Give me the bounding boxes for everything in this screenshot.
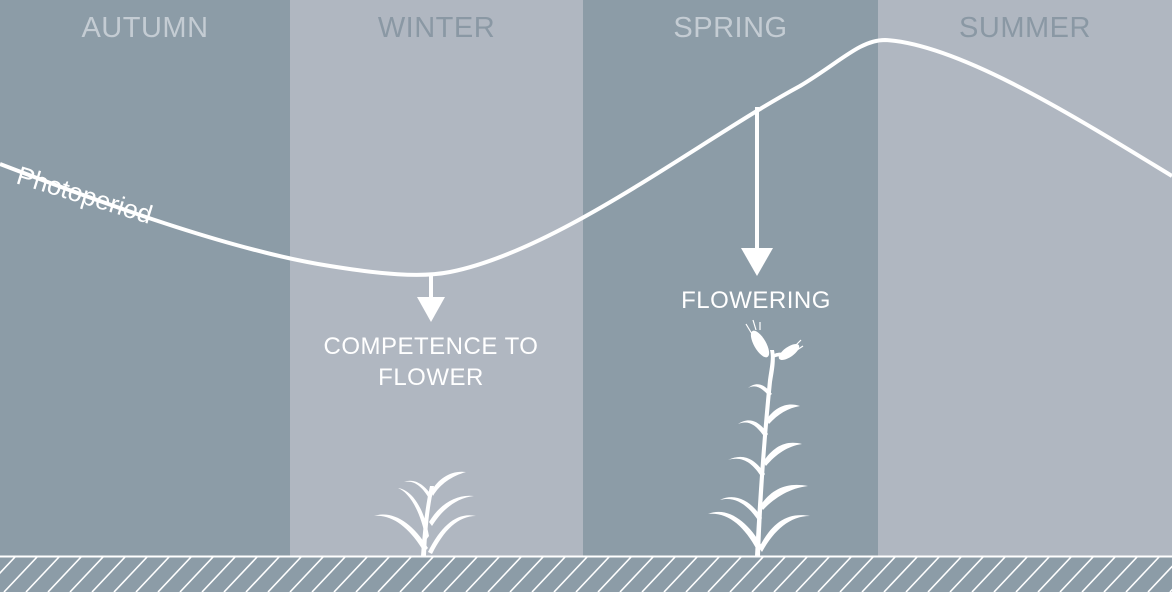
hatch-line	[267, 556, 303, 592]
hatch-line	[597, 556, 633, 592]
flowering-plant-icon	[708, 319, 810, 556]
ground-hatching	[0, 555, 1172, 592]
season-band-spring: SPRING	[583, 0, 878, 556]
hatch-line	[223, 556, 259, 592]
hatch-line	[201, 556, 237, 592]
hatch-line	[509, 556, 545, 592]
hatch-line	[641, 556, 677, 592]
hatch-line	[883, 556, 919, 592]
hatch-line	[729, 556, 765, 592]
competence-arrow	[417, 276, 445, 322]
hatch-line	[135, 556, 171, 592]
hatch-line	[1125, 556, 1161, 592]
hatch-line	[751, 556, 787, 592]
flowering-arrow	[741, 107, 773, 276]
hatch-line	[949, 556, 985, 592]
hatch-line	[663, 556, 699, 592]
hatch-line	[1059, 556, 1095, 592]
hatch-line	[333, 556, 369, 592]
hatch-line	[773, 556, 809, 592]
hatch-line	[69, 556, 105, 592]
hatch-line	[1081, 556, 1117, 592]
hatch-line	[1015, 556, 1051, 592]
hatch-line	[795, 556, 831, 592]
hatch-line	[707, 556, 743, 592]
hatch-line	[47, 556, 83, 592]
season-band-autumn: AUTUMN	[0, 0, 290, 556]
season-label-winter: WINTER	[377, 12, 496, 44]
hatch-line	[927, 556, 963, 592]
competence-label: COMPETENCE TO FLOWER	[323, 333, 539, 391]
hatch-line	[465, 556, 501, 592]
hatch-line	[839, 556, 875, 592]
hatch-line	[531, 556, 567, 592]
season-band-summer: SUMMER	[878, 0, 1172, 556]
young-plant-icon	[374, 471, 476, 556]
hatch-line	[25, 556, 61, 592]
hatch-line	[1103, 556, 1139, 592]
hatch-line	[685, 556, 721, 592]
hatch-line	[355, 556, 391, 592]
hatch-line	[1147, 565, 1172, 592]
hatch-line	[399, 556, 435, 592]
hatch-line	[905, 556, 941, 592]
hatch-line	[113, 556, 149, 592]
hatch-line	[487, 556, 523, 592]
hatch-line	[421, 556, 457, 592]
hatch-line	[245, 556, 281, 592]
hatch-line	[179, 556, 215, 592]
hatch-line	[575, 556, 611, 592]
hatch-line	[993, 556, 1029, 592]
season-band-winter: WINTER	[290, 0, 583, 556]
season-label-autumn: AUTUMN	[81, 12, 209, 44]
hatch-line	[0, 556, 17, 575]
hatch-line	[443, 556, 479, 592]
hatch-line	[861, 556, 897, 592]
hatch-line	[553, 556, 589, 592]
season-label-summer: SUMMER	[959, 12, 1091, 44]
hatch-line	[91, 556, 127, 592]
hatch-line	[311, 556, 347, 592]
season-label-spring: SPRING	[673, 12, 788, 44]
hatch-line	[619, 556, 655, 592]
hatch-line	[3, 556, 39, 592]
flowering-label: FLOWERING	[681, 287, 831, 314]
hatch-line	[817, 556, 853, 592]
hatch-line	[289, 556, 325, 592]
hatch-line	[1037, 556, 1073, 592]
hatch-line	[971, 556, 1007, 592]
hatch-line	[377, 556, 413, 592]
hatch-line	[157, 556, 193, 592]
photoperiod-curve	[0, 37, 1172, 277]
